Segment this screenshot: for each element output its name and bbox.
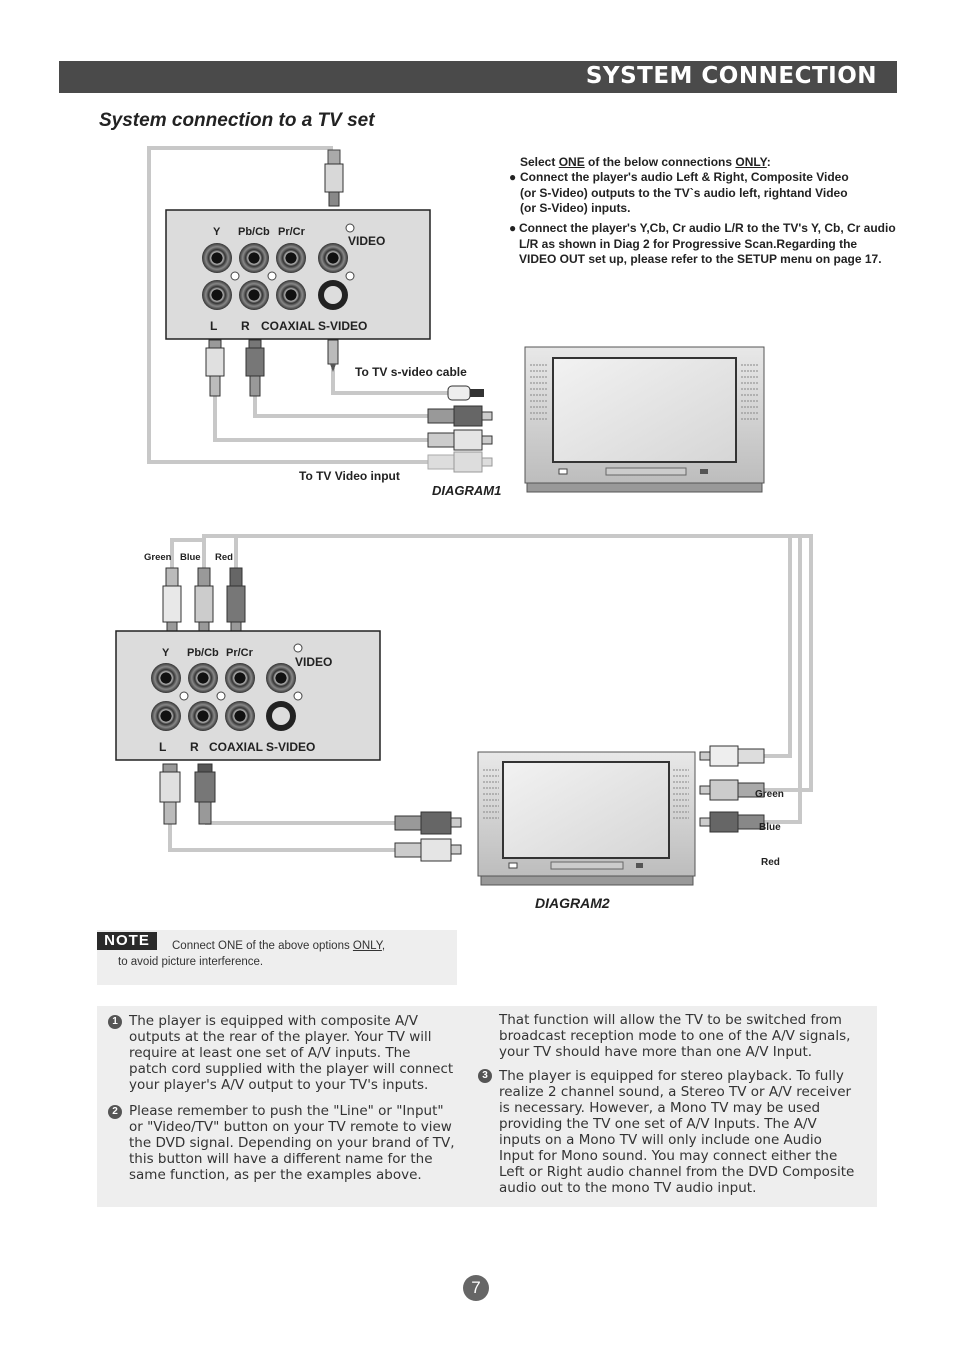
bullet1-line: (or S-Video) outputs to the TV`s audio l… [520,185,848,200]
item-number-3: 3 [478,1069,492,1083]
diagram1-caption: DIAGRAM1 [432,483,502,498]
d1-label-video: VIDEO [348,234,386,248]
note-only: ONLY [352,940,382,952]
info-line: is necessary. However, a Mono TV may be … [499,1100,821,1116]
note-line-1: Connect ONE of the above options ONLY, [172,940,385,952]
diagram2-graphic [115,534,813,886]
intro-colon: : [766,155,771,169]
d1-label-pbcb: Pb/Cb [238,226,270,238]
info-line: realize 2 channel sound, a Stereo TV or … [499,1084,852,1100]
instruction-intro: Select ONE of the below connections ONLY… [520,155,771,171]
instruction-bullet-2: Connect the player's Y,Cb, Cr audio L/R … [519,221,896,268]
note-badge: NOTE [97,932,157,950]
header-bar: SYSTEM CONNECTION [59,61,897,93]
info-line: outputs at the rear of the player. Your … [129,1029,432,1045]
d2-label-l: L [159,740,167,754]
instruction-bullet-1: Connect the player's audio Left & Right,… [520,170,849,217]
d2-label-coaxial: COAXIAL [209,740,263,754]
page-number: 7 [463,1275,489,1301]
bullet-dot-1: ● [509,170,517,184]
info-box: 1 The player is equipped with composite … [97,1006,877,1207]
d2-side-label-blue: Blue [759,822,781,833]
d2-label-pbcb: Pb/Cb [187,647,219,659]
d2-label-r: R [190,740,199,754]
d1-label-svideo: S-VIDEO [318,319,368,333]
d2-label-prcr: Pr/Cr [226,647,253,659]
svideo-cable-label: To TV s-video cable [355,365,467,379]
video-plug-top [324,149,344,207]
bullet1-line: (or S-Video) inputs. [520,201,631,215]
d2-label-video: VIDEO [295,655,333,669]
item-number-2: 2 [108,1105,122,1119]
tv-1 [524,346,765,493]
info-line: same function, as per the examples above… [129,1167,422,1183]
page-title: SYSTEM CONNECTION [585,63,877,89]
intro-one: ONE [558,155,585,169]
info-line: require at least one set of A/V inputs. … [129,1045,411,1061]
info-item-2: Please remember to push the "Line" or "I… [129,1103,455,1183]
intro-text: Select [520,155,559,169]
info-line: Please remember to push the "Line" or "I… [129,1103,444,1119]
info-line: inputs on a Mono TV will only include on… [499,1132,822,1148]
diagram2-caption: DIAGRAM2 [535,895,610,911]
info-line: The player is equipped with composite A/… [129,1013,418,1029]
video-input-label: To TV Video input [299,469,400,483]
info-line: your player's A/V output to your TV's in… [129,1077,429,1093]
section-title: System connection to a TV set [99,110,375,131]
d1-label-coaxial: COAXIAL [261,319,315,333]
intro-text-mid: of the below connections [584,155,736,169]
info-line: the DVD signal. Depending on your brand … [129,1135,455,1151]
d2-label-svideo: S-VIDEO [266,740,316,754]
bullet-dot-2: ● [509,221,517,235]
info-line: That function will allow the TV to be sw… [499,1012,842,1028]
note-line-2: to avoid picture interference. [118,956,264,968]
info-line: broadcast reception mode to one of the A… [499,1028,851,1044]
note-box: NOTE Connect ONE of the above options ON… [97,930,457,985]
diagram1-graphic [147,146,765,493]
info-item-1: The player is equipped with composite A/… [129,1013,453,1093]
d1-label-r: R [241,319,250,333]
info-line: Input for Mono sound. You may connect ei… [499,1148,838,1164]
info-line: patch cord supplied with the player will… [129,1061,454,1077]
note-text: Connect ONE of the above options [172,940,353,952]
d2-side-label-red: Red [761,857,780,868]
d1-label-y: Y [213,226,221,238]
info-line: audio out to the mono TV audio input. [499,1180,757,1196]
item-number-1: 1 [108,1015,122,1029]
info-item-3: The player is equipped for stereo playba… [499,1068,854,1196]
bullet2-line: VIDEO OUT set up, please refer to the SE… [519,252,882,266]
bullet2-line: Connect the player's Y,Cb, Cr audio L/R … [519,221,896,235]
d2-plug-label-blue: Blue [180,552,201,563]
info-line: this button will have a different name f… [129,1151,433,1167]
d1-label-l: L [210,319,218,333]
info-line: The player is equipped for stereo playba… [499,1068,844,1084]
info-line: your TV should have more than one A/V In… [499,1044,813,1060]
d2-label-y: Y [162,647,170,659]
info-line: providing the TV one set of A/V Inputs. … [499,1116,817,1132]
d2-plug-label-green: Green [144,552,172,563]
tv-2 [477,751,696,886]
info-col2-intro: That function will allow the TV to be sw… [499,1012,850,1060]
bullet2-line: L/R as shown in Diag 2 for Progressive S… [519,236,858,251]
bullet1-line: Connect the player's audio Left & Right,… [520,170,849,184]
d2-side-label-green: Green [755,789,784,800]
info-line: or "Video/TV" button on your TV remote t… [129,1119,452,1135]
info-line: Left or Right audio channel from the DVD… [499,1164,855,1180]
note-comma: , [381,940,386,952]
intro-only: ONLY [735,155,767,169]
d2-plug-label-red: Red [215,552,233,563]
d1-label-prcr: Pr/Cr [278,226,305,238]
